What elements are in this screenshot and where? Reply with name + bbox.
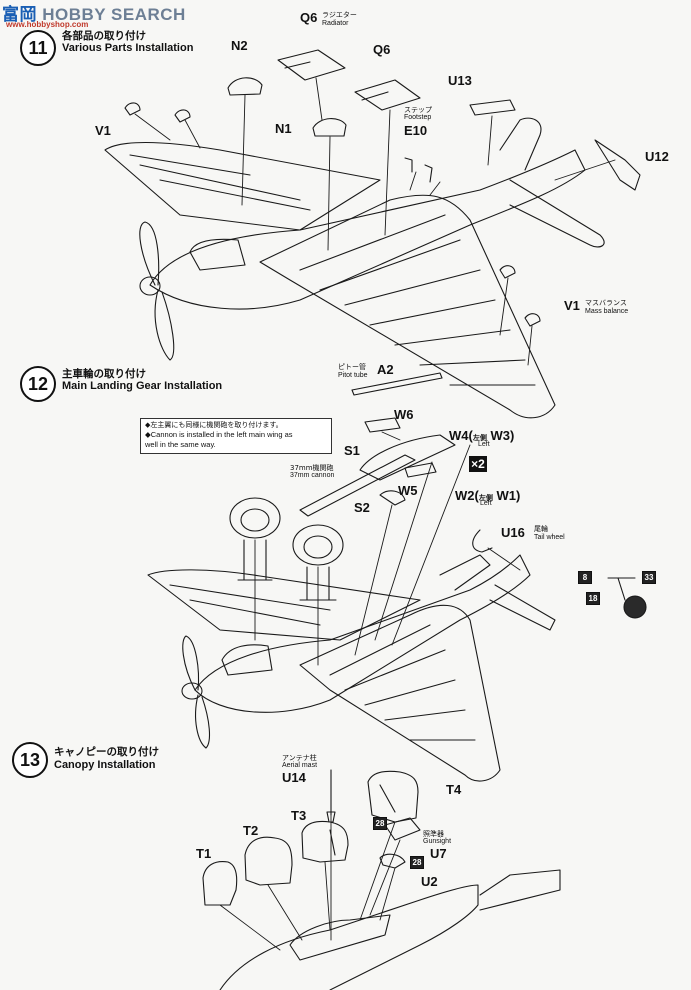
w4-left-jp: 左側 xyxy=(472,434,487,442)
step-11-title-jp: 各部品の取り付け xyxy=(62,30,146,42)
part-label-v1-wing: V1 xyxy=(95,123,111,138)
pitot-caption-jp: ピトー管 xyxy=(338,363,366,371)
watermark-url: www.hobbyshop.com xyxy=(6,20,89,29)
w4-label: W4 xyxy=(449,428,469,443)
part-label-n1: N1 xyxy=(275,121,292,136)
w2-left-en: Left xyxy=(480,500,492,507)
step-12-number: 12 xyxy=(20,366,56,402)
tail-wheel-caption-jp: 尾輪 xyxy=(534,525,548,533)
part-label-u2: U2 xyxy=(421,874,438,889)
multiplier-x2: ×2 xyxy=(469,456,487,472)
tail-part-box-33: 33 xyxy=(642,571,656,584)
part-label-u14: U14 xyxy=(282,770,306,785)
part-label-q6: Q6 xyxy=(373,42,391,57)
cannon-caption-jp: 37mm機関砲 xyxy=(290,464,334,472)
part-label-w2: W2(左側 W1) xyxy=(455,488,521,503)
part-label-s1: S1 xyxy=(344,443,360,458)
w2-left-jp: 左側 xyxy=(478,494,493,502)
part-label-w5: W5 xyxy=(398,483,418,498)
step-13-title-en: Canopy Installation xyxy=(54,759,156,771)
radiator-caption-en: Radiator xyxy=(322,20,349,27)
part-label-t4: T4 xyxy=(446,782,462,797)
step12-assembly-arrows xyxy=(254,431,521,666)
step-13-number: 13 xyxy=(12,742,48,778)
aerial-mast-caption-en: Aerial mast xyxy=(282,762,318,769)
part-label-t1: T1 xyxy=(196,846,212,861)
part-label-w6: W6 xyxy=(394,407,414,422)
w2-part: W1 xyxy=(496,488,516,503)
footstep-caption-jp: ステップ xyxy=(404,106,432,114)
step-12-title-jp: 主車輪の取り付け xyxy=(62,368,146,380)
step13-fuselage-drawing xyxy=(202,769,561,990)
gunsight-caption-en: Gunsight xyxy=(423,838,452,845)
footstep-caption-en: Footstep xyxy=(404,114,432,121)
part-label-v1-mass: V1 xyxy=(564,298,580,313)
part-label-e10: E10 xyxy=(404,123,428,138)
cannon-note-en-1: ◆Cannon is installed in the left main wi… xyxy=(145,430,293,440)
watermark-word: HOBBY SEARCH xyxy=(42,5,186,24)
cannon-caption-en: 37mm cannon xyxy=(290,472,335,479)
step11-aircraft-drawing xyxy=(104,49,641,419)
cannon-note-box: ◆左主翼にも同様に機関砲を取り付けます。 ◆Cannon is installe… xyxy=(140,418,332,454)
part-label-u13: U13 xyxy=(448,73,472,88)
pitot-caption-en: Pitot tube xyxy=(338,372,368,379)
step13-assembly-arrows xyxy=(219,769,401,951)
watermark-logo: 富岡 xyxy=(2,5,37,25)
tail-part-box-8: 8 xyxy=(578,571,592,584)
hobby-search-watermark: 富岡 HOBBY SEARCH xyxy=(2,0,186,25)
w2-label: W2 xyxy=(455,488,475,503)
step-11-number: 11 xyxy=(20,30,56,66)
part-label-u12: U12 xyxy=(645,149,669,164)
aerial-mast-caption-jp: アンテナ柱 xyxy=(282,754,317,762)
step11-assembly-arrows xyxy=(134,77,616,366)
radiator-caption-jp: ラジエター xyxy=(322,11,357,19)
part-label-w4: W4(左側 W3) xyxy=(449,428,515,443)
step-11-title-en: Various Parts Installation xyxy=(62,42,194,54)
canopy-part-box-28-a: 28 xyxy=(373,817,387,830)
part-label-q6-radiator: Q6 xyxy=(300,10,318,25)
w4-part: W3 xyxy=(490,428,510,443)
cannon-note-jp: ◆左主翼にも同様に機関砲を取り付けます。 xyxy=(145,421,283,429)
step12-aircraft-drawing xyxy=(147,417,647,782)
part-label-s2: S2 xyxy=(354,500,370,515)
part-label-u16: U16 xyxy=(501,525,525,540)
canopy-part-box-28-b: 28 xyxy=(410,856,424,869)
part-label-n2: N2 xyxy=(231,38,248,53)
step-13-title-jp: キャノピーの取り付け xyxy=(54,746,159,758)
cannon-note-en-2: well in the same way. xyxy=(145,439,216,449)
w4-left-en: Left xyxy=(478,441,490,448)
tail-part-box-18: 18 xyxy=(586,592,600,605)
part-label-u7: U7 xyxy=(430,846,447,861)
part-label-t2: T2 xyxy=(243,823,259,838)
step-12-title-en: Main Landing Gear Installation xyxy=(62,380,223,392)
part-label-t3: T3 xyxy=(291,808,307,823)
gunsight-caption-jp: 照準器 xyxy=(423,830,444,838)
mass-balance-caption-jp: マスバランス xyxy=(585,299,627,307)
mass-balance-caption-en: Mass balance xyxy=(585,308,629,315)
tail-wheel-caption-en: Tail wheel xyxy=(534,534,565,541)
part-label-a2: A2 xyxy=(377,362,394,377)
